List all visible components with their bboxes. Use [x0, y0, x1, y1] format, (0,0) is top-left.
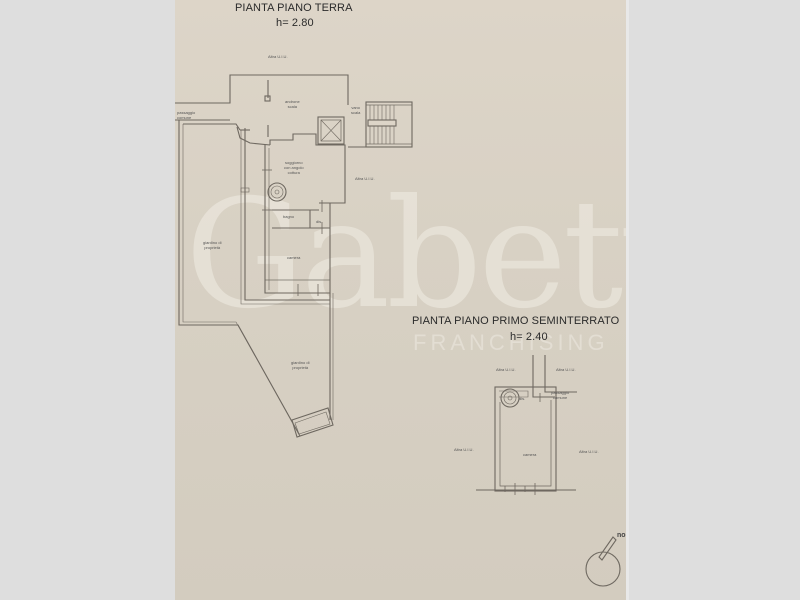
ground-floor-title: PIANTA PIANO TERRA — [235, 2, 353, 14]
label-giardino-2: giardino di proprietà — [291, 360, 309, 370]
label-text: proprietà — [292, 365, 309, 370]
label-text: androne — [285, 99, 300, 104]
label-vano-scala: vano scala — [351, 105, 360, 115]
label-basement-dis: dis. — [519, 396, 526, 401]
label-text: scala — [351, 110, 361, 115]
label-basement-altra-tl: Altra U.I.U. — [496, 367, 516, 372]
label-text: con angolo — [284, 165, 304, 170]
label-dis: dis. — [316, 219, 323, 224]
label-text: cottura — [287, 170, 300, 175]
label-basement-altra-left: Altra U.I.U. — [454, 447, 474, 452]
label-giardino-1: giardino di proprietà — [203, 240, 221, 250]
label-text: soggiorno — [285, 160, 303, 165]
label-text: giardino di — [291, 360, 310, 365]
sheet-edge — [626, 0, 629, 600]
label-text: giardino di — [203, 240, 222, 245]
ground-floor-height: h= 2.80 — [276, 17, 314, 29]
label-text: comune — [553, 395, 568, 400]
label-basement-altra-right: Altra U.I.U. — [579, 449, 599, 454]
floor-plan-sheet: Gabetti FRANCHISING — [175, 0, 626, 600]
label-basement-passaggio: passaggio comune — [551, 390, 569, 400]
label-text: scala — [287, 104, 298, 109]
floor-plan-drawing — [175, 74, 621, 587]
watermark-sub: FRANCHISING — [413, 330, 609, 355]
label-altra-right: Altra U.I.U. — [355, 176, 375, 181]
compass-label: nord — [617, 532, 626, 539]
label-camera: camera — [287, 255, 301, 260]
label-text: proprietà — [204, 245, 221, 250]
label-basement-camera: camera — [523, 452, 537, 457]
label-text: vano — [351, 105, 361, 110]
label-androne-scala: androne scala — [285, 99, 300, 109]
label-altra-top: Altra U.I.U. — [268, 54, 288, 59]
basement-floor-title: PIANTA PIANO PRIMO SEMINTERRATO — [412, 315, 620, 327]
label-bagno: bagno — [283, 214, 295, 219]
watermark-brand: Gabetti — [185, 168, 626, 342]
label-basement-altra-tr: Altra U.I.U. — [556, 367, 576, 372]
label-text: passaggio — [551, 390, 570, 395]
label-soggiorno: soggiorno con angolo cottura — [284, 160, 304, 175]
label-passaggio-comune: passaggio comune — [177, 110, 195, 120]
label-text: passaggio — [177, 110, 196, 115]
label-text: comune — [177, 115, 192, 120]
basement-floor-height: h= 2.40 — [510, 331, 548, 343]
